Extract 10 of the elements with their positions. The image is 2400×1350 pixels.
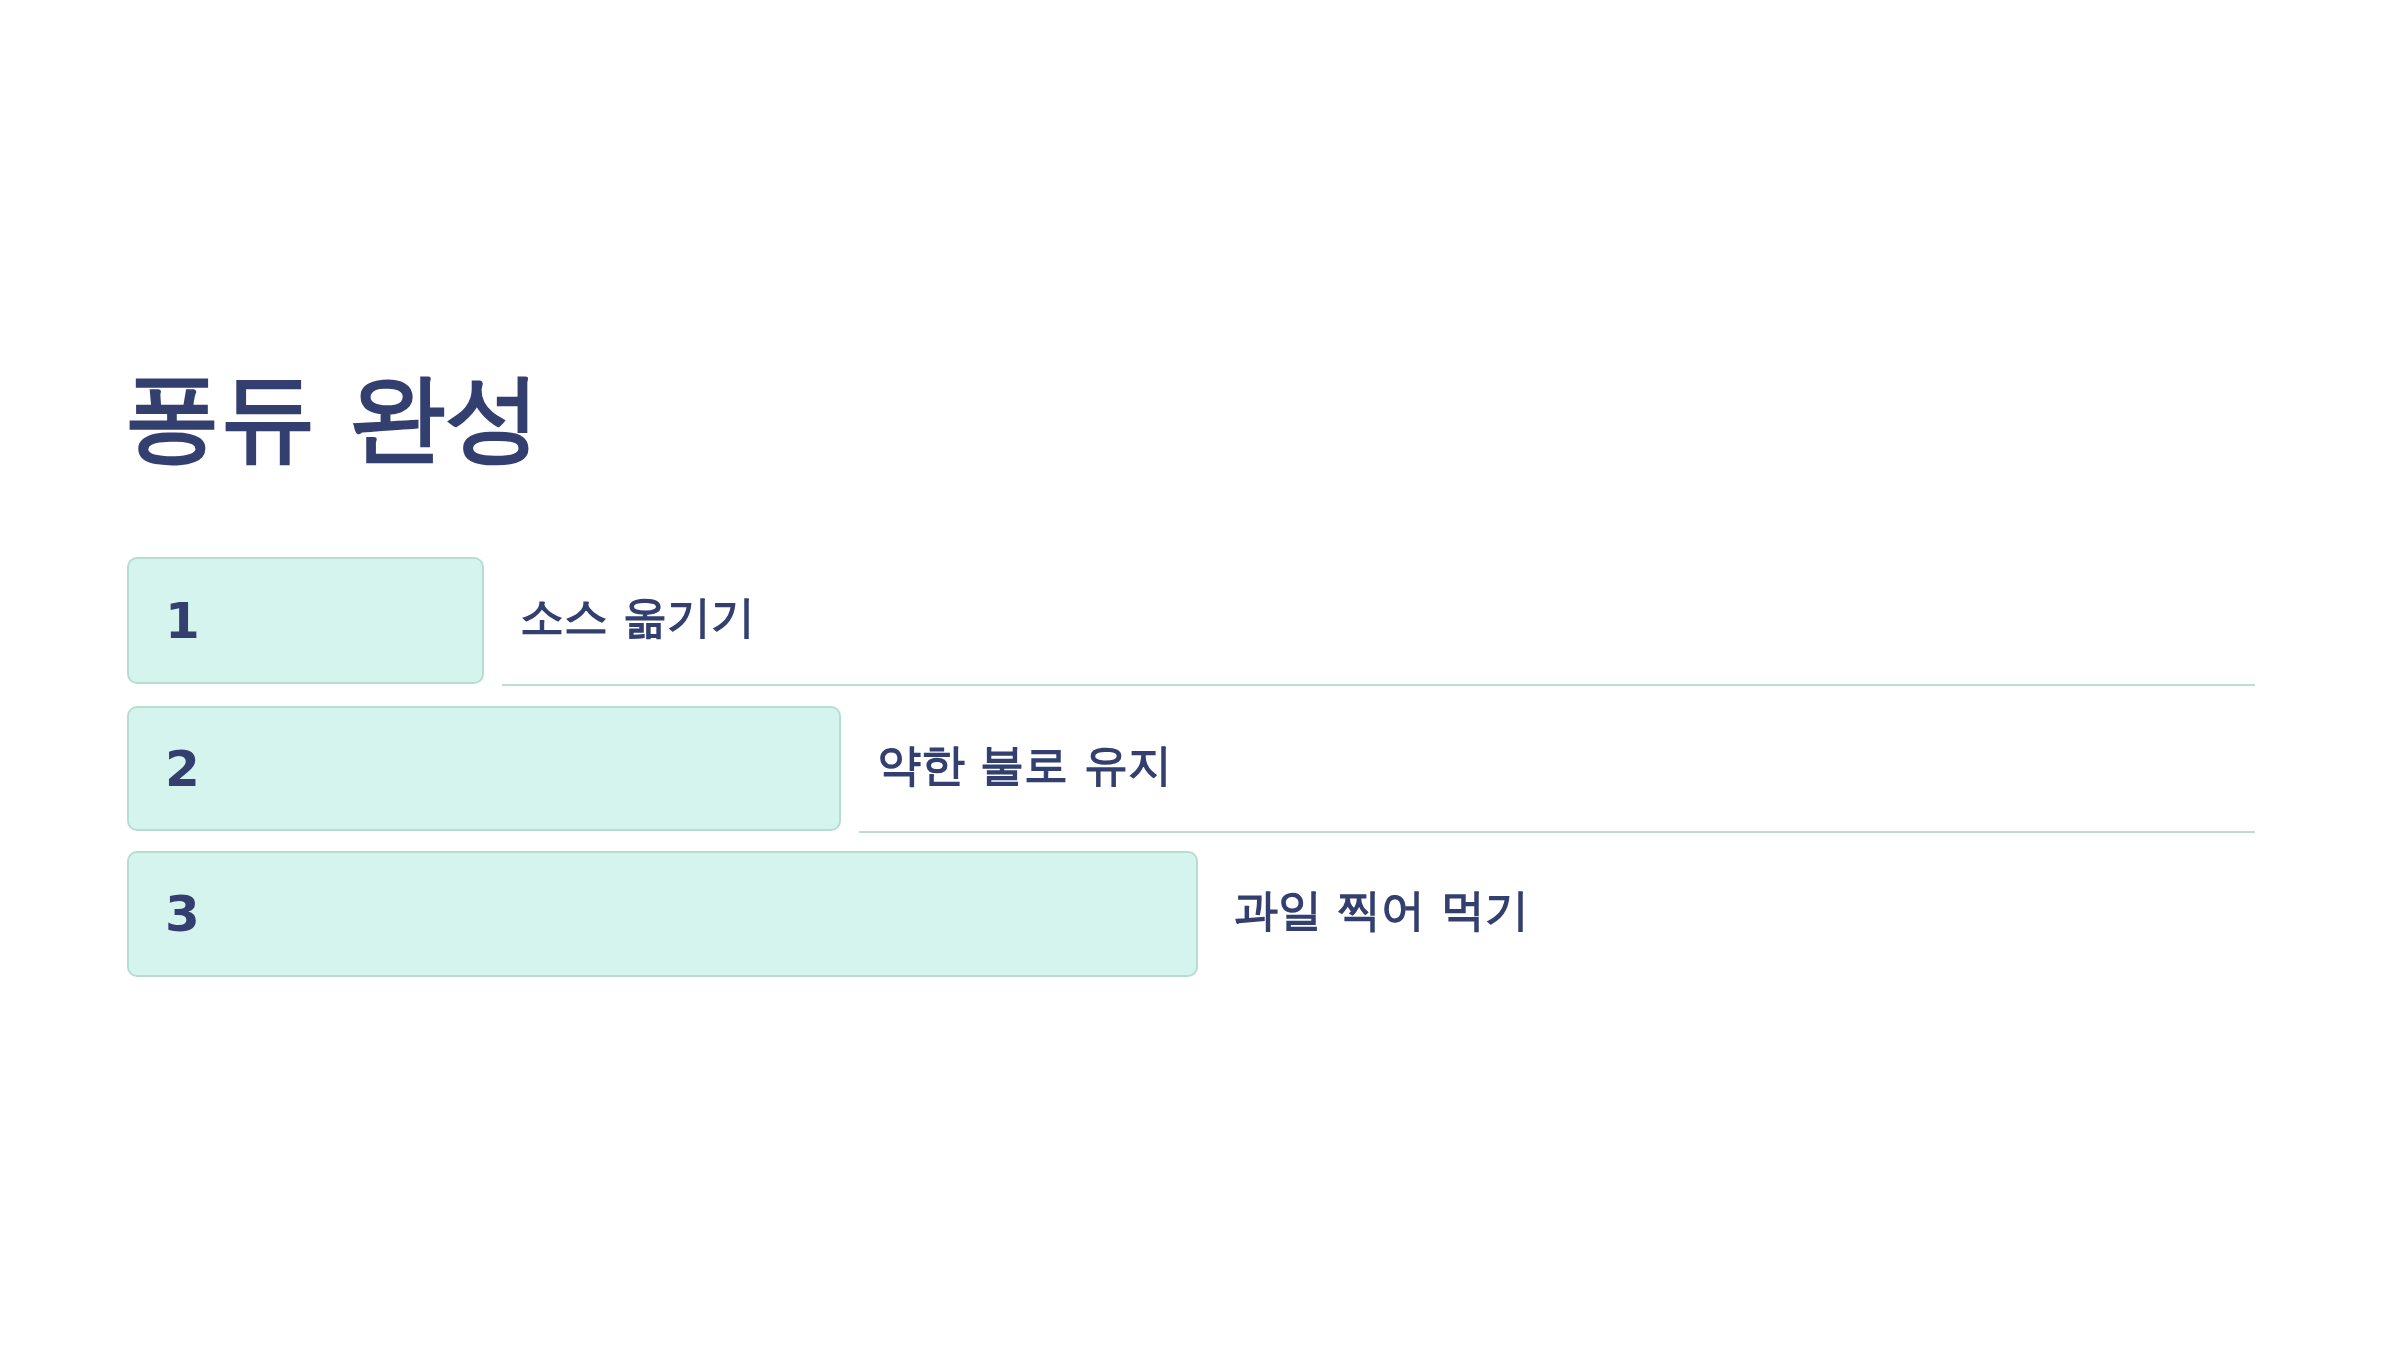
step-bar (127, 851, 1198, 977)
step-bar (127, 557, 484, 684)
step-number: 1 (165, 593, 200, 648)
step-label: 과일 찍어 먹기 (1234, 884, 1529, 937)
step-label: 약한 불로 유지 (877, 738, 1172, 792)
title: 퐁듀 완성 (124, 362, 542, 473)
step-number: 2 (165, 741, 200, 796)
step-number: 3 (165, 886, 200, 942)
step-label: 소스 옮기기 (520, 590, 756, 644)
step-bar (127, 706, 841, 831)
